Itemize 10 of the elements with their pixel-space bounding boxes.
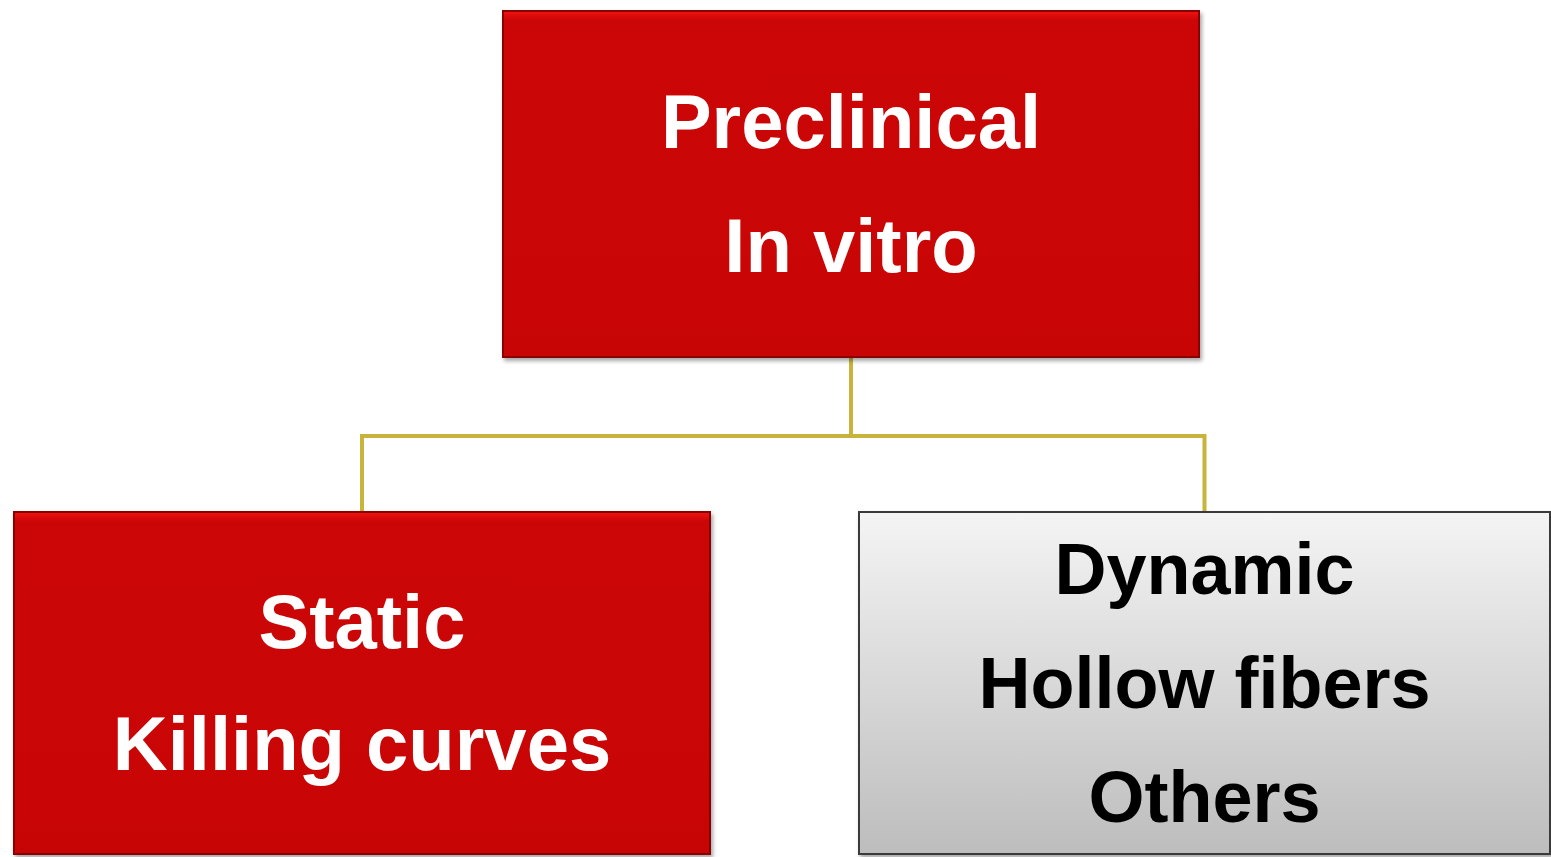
process-box: [858, 511, 1551, 855]
process-box: [502, 10, 1200, 358]
process-box: [13, 511, 711, 855]
box-label: Hollow fibers: [978, 642, 1431, 725]
box-label: Dynamic: [1054, 528, 1355, 611]
box-label: Static: [258, 578, 466, 666]
box-label: In vitro: [724, 202, 978, 290]
box-label: Killing curves: [112, 700, 612, 788]
box-label: Preclinical: [660, 78, 1042, 166]
box-label: Others: [1088, 756, 1321, 839]
